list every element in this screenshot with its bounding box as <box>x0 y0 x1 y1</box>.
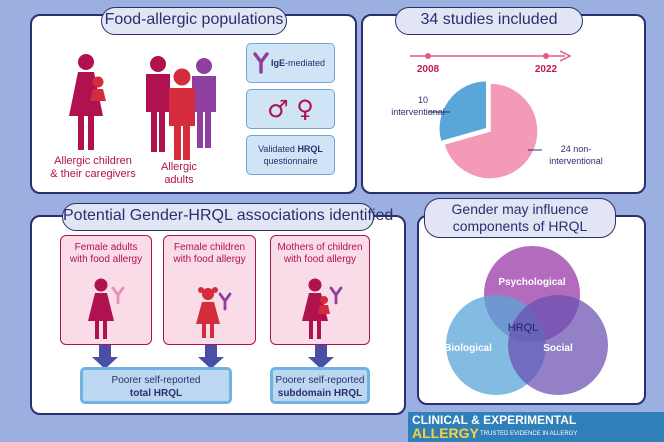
venn-label-biological: Biological <box>444 343 492 354</box>
female-adult-icon <box>88 278 125 339</box>
outcome-total-line2: total HRQL <box>129 388 183 399</box>
arrow-down-icon <box>92 345 118 369</box>
hrql-questionnaire-line2: questionnaire <box>263 156 318 166</box>
journal-title-line2: ALLERGY <box>412 425 479 441</box>
venn-label-social: Social <box>543 343 573 354</box>
outcome-subdomain-line2: subdomain HRQL <box>277 388 363 399</box>
journal-banner: CLINICAL & EXPERIMENTAL ALLERGY TRUSTED … <box>408 412 664 442</box>
card-mothers-line2: with food allergy <box>283 254 357 265</box>
adults-group-icon <box>146 56 216 160</box>
interventional-count: 10 <box>417 95 428 105</box>
ige-mediated-box: IgE-mediated <box>246 43 335 83</box>
card-female-children-line1: Female children <box>173 242 246 253</box>
journal-tagline: TRUSTED EVIDENCE IN ALLERGY <box>480 431 578 437</box>
ige-text: IgE-mediated <box>271 58 326 68</box>
antibody-icon <box>253 52 269 74</box>
woman-with-child-icon <box>69 54 106 150</box>
arrow-down-icon <box>308 345 334 369</box>
venn-label-psychological: Psychological <box>498 277 566 288</box>
outcome-subdomain-line1: Poorer self-reported <box>275 375 365 386</box>
timeline-year-end: 2022 <box>534 64 558 75</box>
pie-slice-non-interventional <box>442 82 539 180</box>
card-female-adults: Female adults with food allergy <box>60 235 152 345</box>
journal-title-line1: CLINICAL & EXPERIMENTAL <box>412 413 577 427</box>
mother-with-child-icon <box>302 278 343 339</box>
hrql-venn-diagram <box>446 246 608 395</box>
card-female-children-line2: with food allergy <box>173 254 246 265</box>
non-interventional-label-2: interventional <box>549 156 603 166</box>
gender-symbols-box: ♂ ♀ <box>246 89 335 129</box>
components-title-line2: components of HRQL <box>452 218 588 234</box>
children-label-line1: Allergic children <box>54 155 132 167</box>
pie-leader-lines <box>428 111 542 151</box>
interventional-label: interventional <box>391 107 445 117</box>
components-title-line1: Gender may influence <box>451 201 589 217</box>
panel-title-components: Gender may influence components of HRQL <box>424 198 616 238</box>
children-label-line2: & their caregivers <box>50 168 136 180</box>
panel-title-studies: 34 studies included <box>395 7 583 35</box>
hrql-questionnaire-line1: Validated HRQL <box>258 144 323 154</box>
panel-title-populations: Food-allergic populations <box>101 7 287 35</box>
gender-symbols-icon: ♂ ♀ <box>267 95 314 123</box>
card-female-adults-line1: Female adults <box>74 242 138 253</box>
adults-label-line1: Allergic <box>160 161 198 173</box>
timeline-year-start: 2008 <box>416 64 440 75</box>
female-child-icon <box>196 287 232 338</box>
venn-label-hrql: HRQL <box>507 322 539 334</box>
outcome-total-line1: Poorer self-reported <box>111 375 201 386</box>
pie-slice-interventional <box>438 79 488 143</box>
card-female-children: Female children with food allergy <box>163 235 256 345</box>
arrow-down-icon <box>198 345 224 369</box>
timeline <box>410 50 572 62</box>
hrql-questionnaire-box: Validated HRQL questionnaire <box>246 135 335 175</box>
outcome-total-hrql: Poorer self-reported total HRQL <box>80 367 232 404</box>
card-mothers-of-children: Mothers of children with food allergy <box>270 235 370 345</box>
adults-label-line2: adults <box>164 174 194 186</box>
non-interventional-label-1: 24 non- <box>560 144 592 154</box>
outcome-subdomain-hrql: Poorer self-reported subdomain HRQL <box>270 367 370 404</box>
studies-pie-chart <box>438 79 539 180</box>
card-mothers-line1: Mothers of children <box>277 242 363 253</box>
card-female-adults-line2: with food allergy <box>69 254 143 265</box>
panel-title-associations: Potential Gender-HRQL associations ident… <box>62 203 393 231</box>
